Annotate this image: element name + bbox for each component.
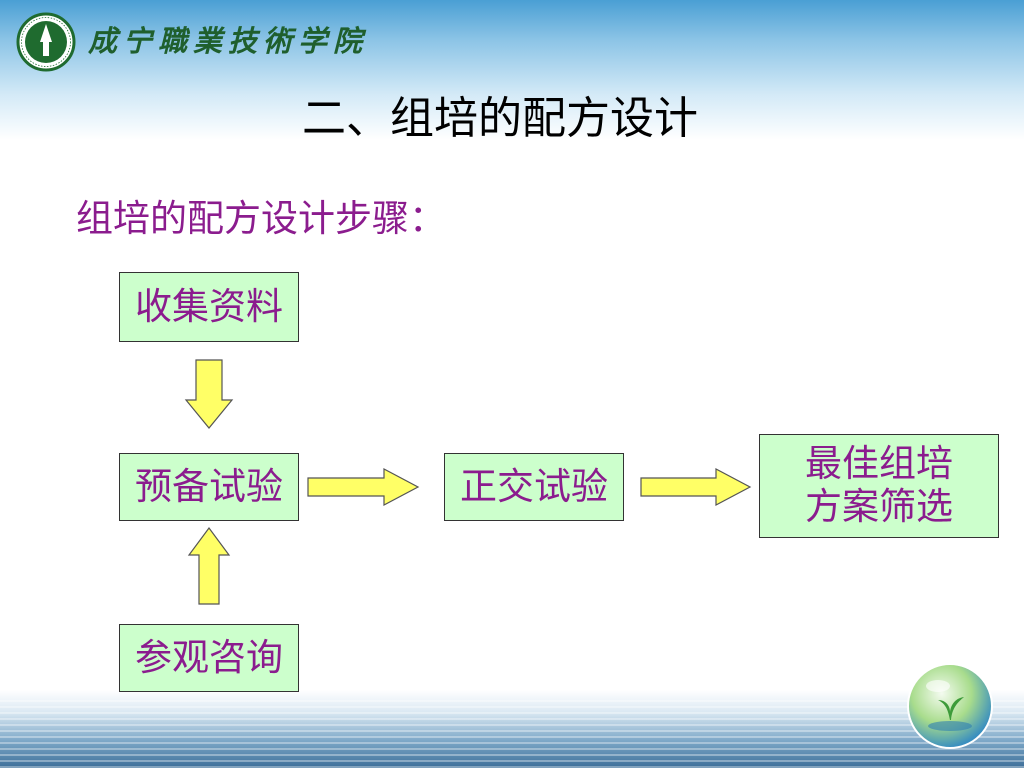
page-title: 二、组培的配方设计 (302, 93, 698, 144)
step-orthogonal-test: 正交试验 (444, 453, 624, 521)
step-label: 收集资料 (135, 284, 283, 328)
arrow-visit-to-pretest (187, 526, 231, 605)
step-label: 预备试验 (135, 464, 283, 508)
arrow-orthogonal-to-best (640, 468, 752, 506)
arrow-collect-to-pretest (184, 359, 234, 429)
step-label-line: 方案筛选 (805, 485, 953, 528)
arrow-pretest-to-orthogonal (307, 468, 420, 506)
subtitle: 组培的配方设计步骤： (76, 197, 446, 240)
globe-decoration (907, 663, 993, 749)
step-label: 参观咨询 (135, 635, 283, 679)
bottom-decor-band (0, 700, 1024, 768)
step-preliminary-test: 预备试验 (119, 453, 299, 521)
step-collect-data: 收集资料 (119, 272, 299, 342)
step-label: 正交试验 (460, 464, 608, 508)
school-name: 成宁職業技術学院 (88, 24, 369, 58)
step-label-line: 最佳组培 (805, 442, 953, 486)
step-best-scheme: 最佳组培 方案筛选 (759, 434, 999, 538)
school-logo (16, 12, 76, 72)
step-visit-consult: 参观咨询 (119, 624, 299, 692)
